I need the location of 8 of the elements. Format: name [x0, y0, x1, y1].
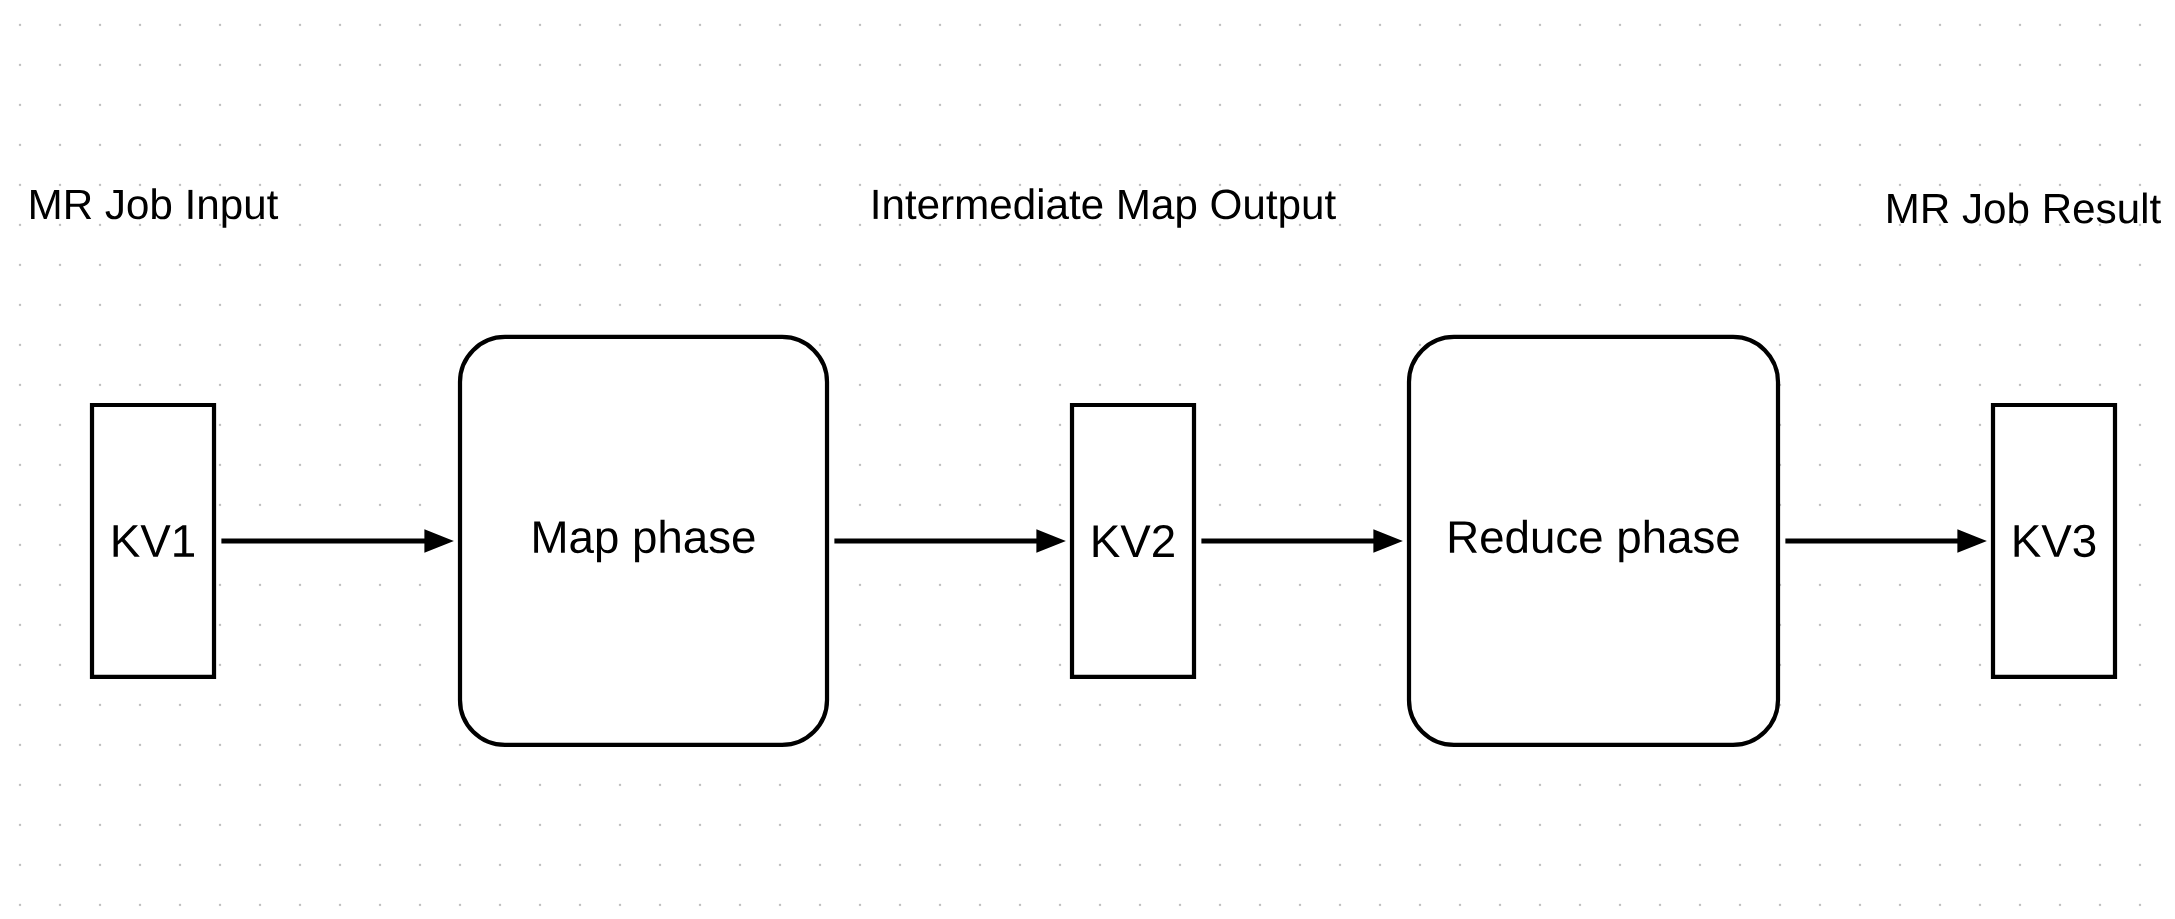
data-box: KV1 — [89, 402, 217, 680]
heading-label: Intermediate Map Output — [873, 188, 1336, 228]
data-box: KV2 — [1069, 402, 1197, 680]
phase-box: Reduce phase — [1406, 334, 1781, 748]
phase-box: Map phase — [457, 334, 830, 748]
data-box: KV3 — [1990, 402, 2118, 680]
heading-label: MR Job Result — [1888, 192, 2161, 224]
heading-label: MR Job Input — [31, 188, 279, 228]
